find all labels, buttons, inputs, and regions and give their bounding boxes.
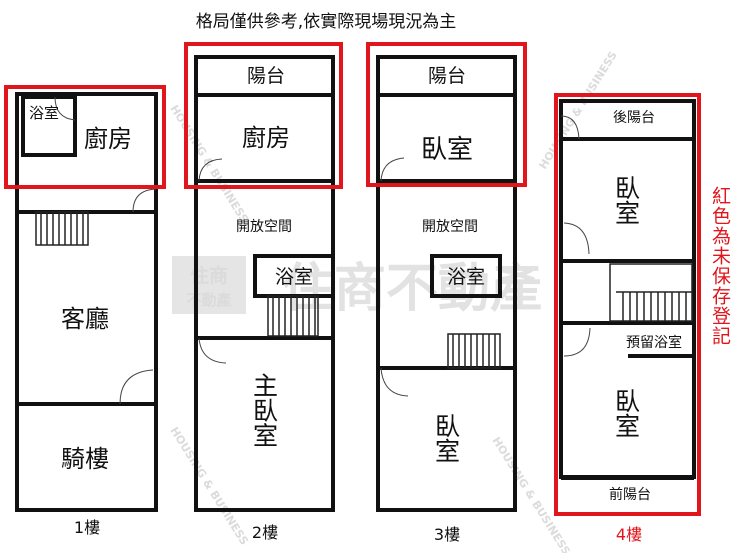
floor-3-outline xyxy=(376,55,517,512)
floor-3-label: 3樓 xyxy=(434,525,460,544)
floor-3-stairs xyxy=(447,333,501,369)
floor-3-bath-wall xyxy=(430,254,502,298)
floor-2-master-bedroom-label: 主臥室 xyxy=(250,373,279,448)
floor-4-reserved-bath-label: 預留浴室 xyxy=(626,334,682,351)
door-swing xyxy=(119,369,154,405)
floor-2-stairs xyxy=(267,295,319,337)
floor-3-bedroom-back-label: 臥室 xyxy=(421,135,473,165)
door-swing xyxy=(563,222,590,255)
watermark-diagonal-3: HOUSING & BUSINESS xyxy=(537,49,620,172)
floor-2: 陽台 廚房 開放空間 浴室 主臥室 2樓 xyxy=(184,42,343,542)
floor-2-kitchen-label: 廚房 xyxy=(242,124,290,152)
floor-4-label: 4樓 xyxy=(616,525,642,544)
floor-3-bath-label: 浴室 xyxy=(447,266,485,288)
floor-4-front-balcony-label: 前陽台 xyxy=(609,486,651,503)
watermark-logo-top: 住商 xyxy=(190,264,228,287)
unregistered-note: 紅色為未保存登記 xyxy=(709,186,731,346)
floor-4: 後陽台 臥室 預留浴室 臥室 前陽台 4樓 xyxy=(554,93,701,544)
door-swing xyxy=(560,115,580,140)
floor-2-open-space-label: 開放空間 xyxy=(236,219,292,235)
door-swing xyxy=(198,337,227,364)
floor-4-bedroom-back-label: 臥室 xyxy=(612,175,641,225)
floor-1-outline xyxy=(15,92,158,512)
floor-1-living-label: 客廳 xyxy=(61,305,109,333)
floor-3: 陽台 臥室 開放空間 浴室 臥室 3樓 xyxy=(366,42,527,544)
watermark-wordmark: 住商不動產 xyxy=(282,259,542,319)
floor-1-bath-wall xyxy=(21,95,77,157)
door-swing xyxy=(563,327,591,357)
page-title: 格局僅供參考,依實際現場現況為主 xyxy=(196,12,456,32)
floor-1-kitchen-label: 廚房 xyxy=(84,125,132,153)
floor-4-unregistered-highlight xyxy=(554,93,701,516)
watermark-logo-box xyxy=(172,256,246,314)
watermark-diagonal-2: HOUSING & BUSINESS xyxy=(167,425,250,548)
floor-4-stairs xyxy=(609,263,693,322)
floor-2-bath-label: 浴室 xyxy=(275,266,313,288)
door-swing xyxy=(380,157,405,182)
watermark-logo-bottom: 不動產 xyxy=(186,291,231,309)
floor-2-label: 2樓 xyxy=(252,523,278,542)
floor-1-label: 1樓 xyxy=(74,518,100,537)
floor-3-unregistered-highlight xyxy=(366,42,527,187)
floor-1-bath-label: 浴室 xyxy=(29,104,59,122)
floor-3-balcony-label: 陽台 xyxy=(428,65,466,87)
door-swing xyxy=(54,96,76,121)
door-swing xyxy=(132,188,157,213)
floor-3-bedroom-front-label: 臥室 xyxy=(432,413,461,463)
floor-2-unregistered-highlight xyxy=(184,42,343,189)
door-swing xyxy=(380,367,409,397)
floor-1-arcade-label: 騎樓 xyxy=(61,445,109,473)
floor-2-balcony-label: 陽台 xyxy=(247,65,285,87)
watermark-diagonal-1: HOUSING & BUSINESS xyxy=(167,103,250,226)
floor-4-rear-balcony-label: 後陽台 xyxy=(613,110,655,126)
floor-1: 浴室 廚房 客廳 騎樓 1樓 xyxy=(4,85,166,537)
door-swing xyxy=(198,158,223,182)
watermark: 住商 不動產 住商不動產 HOUSING & BUSINESS HOUSING … xyxy=(167,49,619,553)
floor-4-bedroom-front-label: 臥室 xyxy=(612,388,641,438)
floor-1-unregistered-highlight xyxy=(4,85,166,189)
floor-1-stairs xyxy=(35,211,89,246)
floor-3-open-space-label: 開放空間 xyxy=(422,219,478,235)
